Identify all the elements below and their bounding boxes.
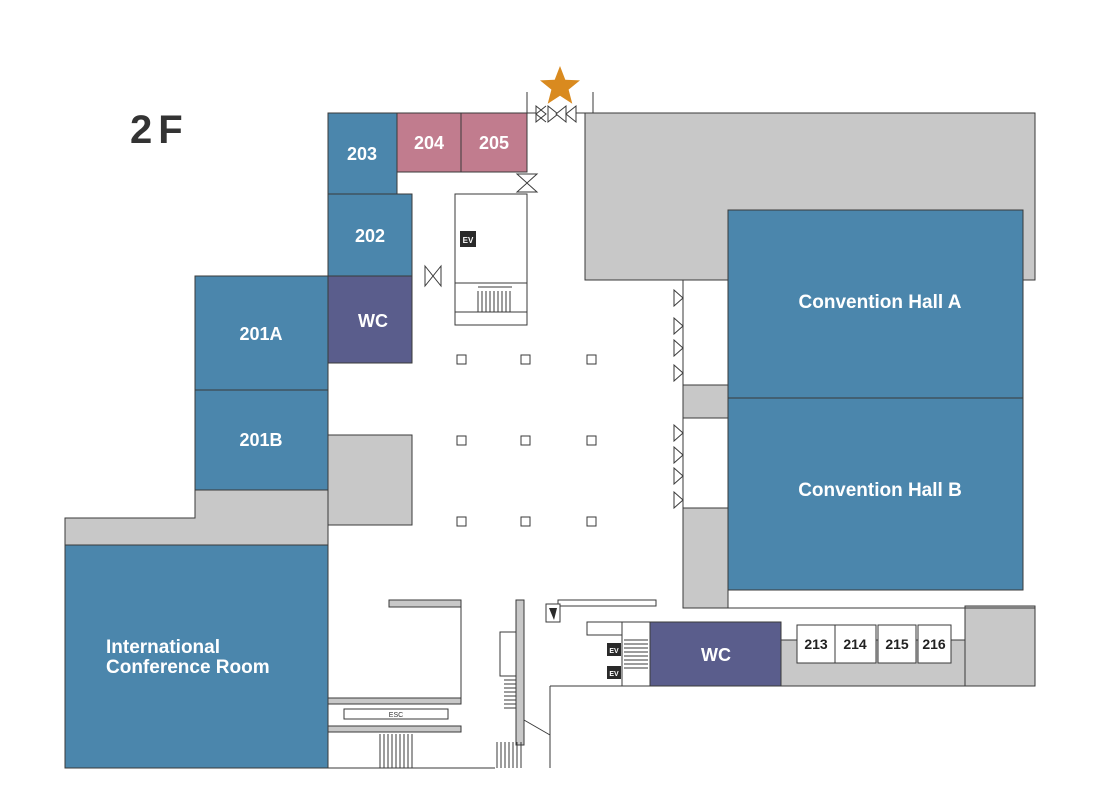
elevator-label: EV <box>463 236 474 245</box>
room-204[interactable]: 204 <box>396 112 462 173</box>
wc-lower-label: WC <box>701 645 731 665</box>
door-icons <box>424 104 684 510</box>
room-201b[interactable]: 201B <box>194 389 329 491</box>
room-216[interactable]: 216 <box>917 624 952 664</box>
escalator-icon <box>343 708 449 720</box>
intl-room-label-line2: Conference Room <box>106 657 270 678</box>
wc-upper[interactable]: WC <box>327 275 413 364</box>
door-icon <box>535 104 547 124</box>
escalator-label: ESC <box>389 712 403 719</box>
door-icon <box>673 288 684 308</box>
door-icon <box>673 316 684 336</box>
room-205-label: 205 <box>479 133 509 153</box>
door-icon <box>547 104 559 124</box>
elevator-label: EV <box>609 648 619 655</box>
hall-foyers <box>682 279 729 509</box>
columns <box>456 354 597 527</box>
lower-core: EV EV <box>545 599 657 687</box>
room-216-label: 216 <box>922 636 946 652</box>
elevator-icon <box>460 231 476 247</box>
room-215[interactable]: 215 <box>877 624 917 664</box>
room-204-label: 204 <box>414 133 444 153</box>
room-203-label: 203 <box>347 144 377 164</box>
lower-central-stairs <box>496 599 551 768</box>
door-icon <box>555 104 567 124</box>
room-203[interactable]: 203 <box>327 112 398 195</box>
foyer-hall-b <box>682 417 729 509</box>
service-area-southeast <box>964 605 1036 687</box>
corridor-216-wall <box>951 607 966 641</box>
foyer-hall-a <box>682 279 729 386</box>
room-201b-label: 201B <box>239 430 282 450</box>
hall-b-label: Convention Hall B <box>798 480 962 501</box>
room-214-label: 214 <box>843 636 867 652</box>
wc-upper-label: WC <box>358 311 388 331</box>
stairs-icon <box>477 286 512 312</box>
outline-south-east <box>683 607 1036 687</box>
door-icon <box>515 173 539 193</box>
elevator-label: EV <box>609 671 619 678</box>
door-icon <box>673 363 684 383</box>
international-conference-room[interactable]: International Conference Room <box>64 544 329 769</box>
column <box>520 354 531 365</box>
door-icon <box>673 445 684 465</box>
wc-lower[interactable]: WC <box>649 621 782 687</box>
entrance-frame <box>526 92 594 114</box>
convention-hall-a[interactable]: Convention Hall A <box>727 209 1024 399</box>
column <box>520 435 531 446</box>
room-213[interactable]: 213 <box>796 624 836 664</box>
room-213-label: 213 <box>804 636 828 652</box>
elevator-icon <box>607 666 621 679</box>
hall-a-label: Convention Hall A <box>799 292 962 313</box>
column <box>586 435 597 446</box>
room-202-label: 202 <box>355 226 385 246</box>
column <box>456 354 467 365</box>
door-icon <box>673 466 684 486</box>
room-205[interactable]: 205 <box>460 112 528 173</box>
stairs-icon <box>624 639 648 669</box>
escalator-area: ESC <box>327 599 462 768</box>
door-icon <box>673 423 684 443</box>
column <box>586 516 597 527</box>
stairs-icon <box>379 734 413 768</box>
intl-room-label-line1: International <box>106 637 220 658</box>
column <box>456 516 467 527</box>
room-201a-label: 201A <box>239 324 282 344</box>
upper-core: EV <box>454 193 528 326</box>
door-icon <box>673 338 684 358</box>
door-icon <box>565 104 577 124</box>
column <box>586 354 597 365</box>
room-215-label: 215 <box>885 636 909 652</box>
room-214[interactable]: 214 <box>834 624 877 664</box>
convention-hall-b[interactable]: Convention Hall B <box>727 397 1024 591</box>
star-icon[interactable] <box>540 66 580 104</box>
floor-label: 2F <box>130 108 189 152</box>
door-icon <box>424 264 442 288</box>
column <box>456 435 467 446</box>
room-201a[interactable]: 201A <box>194 275 329 391</box>
trash-icon <box>549 608 557 620</box>
stairs-icon <box>496 679 522 768</box>
door-icon <box>673 490 684 510</box>
upper-core-outline <box>454 193 528 326</box>
elevator-icon <box>607 643 621 656</box>
column <box>520 516 531 527</box>
room-202[interactable]: 202 <box>327 193 413 277</box>
